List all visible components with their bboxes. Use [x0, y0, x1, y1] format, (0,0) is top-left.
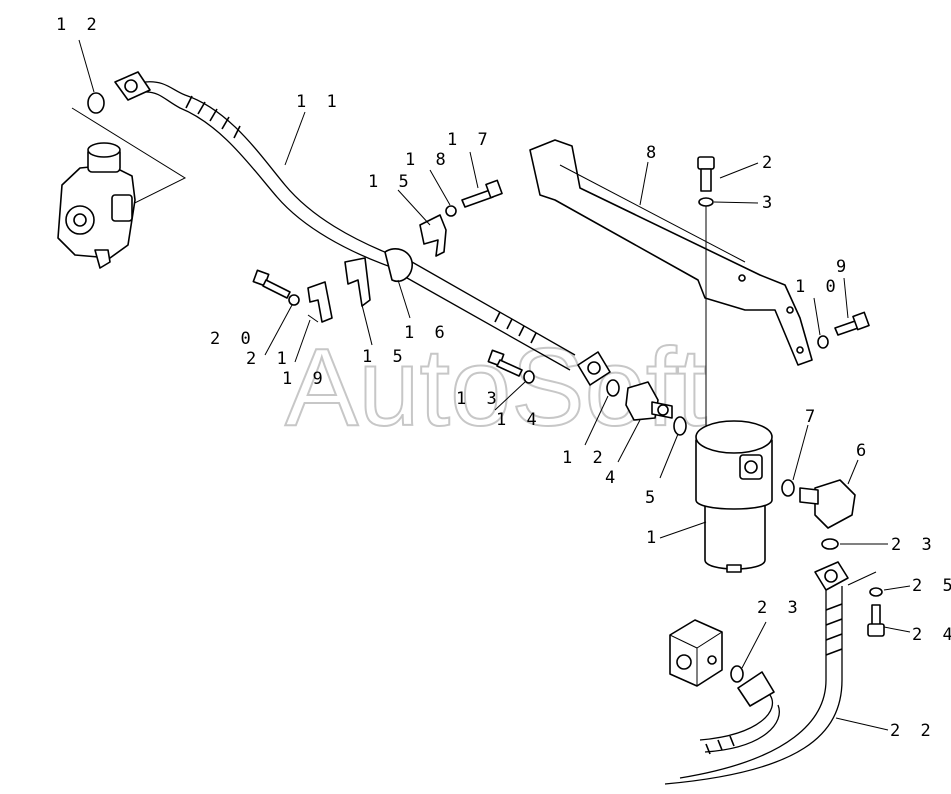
- o-ring-12-lower: [606, 379, 620, 397]
- washer-14: [523, 370, 535, 384]
- clamp-15-lower: [344, 257, 371, 307]
- callout-14: 1 4: [496, 410, 542, 430]
- callout-19: 1 9: [282, 369, 328, 389]
- elbow-6: [799, 479, 856, 529]
- bolt-13: [487, 349, 523, 377]
- bolt-24: [867, 604, 885, 637]
- filter-1: [695, 420, 773, 573]
- callout-6: 6: [856, 441, 871, 461]
- callout-10: 1 0: [795, 277, 841, 297]
- callout-11: 1 1: [296, 92, 342, 112]
- valve-block: [669, 619, 723, 687]
- o-ring-5: [673, 416, 687, 436]
- washer-10: [817, 335, 829, 349]
- bolt-20: [252, 269, 291, 299]
- adapter-4: [625, 381, 673, 421]
- callout-1: 1: [646, 528, 661, 548]
- o-ring-12-upper: [87, 92, 105, 114]
- callout-17: 1 7: [447, 130, 493, 150]
- callout-21: 2 1: [246, 349, 292, 369]
- callout-2: 2: [762, 153, 777, 173]
- o-ring-7: [781, 479, 795, 497]
- callout-24: 2 4: [912, 625, 951, 645]
- callout-15-lower: 1 5: [362, 347, 408, 367]
- o-ring-23-upper: [821, 538, 839, 550]
- bracket-8: [529, 139, 813, 366]
- hose-11: [114, 71, 411, 273]
- callout-7: 7: [805, 407, 820, 427]
- pump-assembly: [57, 107, 187, 269]
- callout-22: 2 2: [890, 721, 936, 741]
- callout-3: 3: [762, 193, 777, 213]
- bolt-2: [697, 156, 715, 192]
- callout-labels: 1 2 1 1 1 7 1 8 1 5 8 2 3 9 1 0 2 0 2 1 …: [56, 15, 951, 741]
- callout-20: 2 0: [210, 329, 256, 349]
- callout-9: 9: [836, 257, 851, 277]
- callout-13: 1 3: [456, 389, 502, 409]
- bolt-9: [834, 311, 870, 336]
- washer-3: [698, 197, 714, 207]
- callout-23-upper: 2 3: [891, 535, 937, 555]
- callout-5: 5: [645, 488, 660, 508]
- callout-15-upper: 1 5: [368, 172, 414, 192]
- leader-lines: [78, 39, 911, 731]
- washer-21: [288, 294, 300, 306]
- callout-12-upper: 1 2: [56, 15, 102, 35]
- clamp-15-upper: [419, 214, 447, 257]
- bolt-17: [461, 179, 503, 208]
- callout-23-lower: 2 3: [757, 598, 803, 618]
- tube-16: [384, 248, 611, 386]
- bracket-19: [307, 281, 333, 323]
- washer-18: [445, 205, 457, 217]
- callout-4: 4: [605, 468, 620, 488]
- washer-25: [869, 587, 883, 597]
- o-ring-23-lower: [730, 665, 744, 683]
- callout-16: 1 6: [404, 323, 450, 343]
- callout-18: 1 8: [405, 150, 451, 170]
- callout-12-lower: 1 2: [562, 448, 608, 468]
- hose-22: [664, 561, 849, 785]
- callout-25: 2 5: [912, 576, 951, 596]
- callout-8: 8: [646, 143, 661, 163]
